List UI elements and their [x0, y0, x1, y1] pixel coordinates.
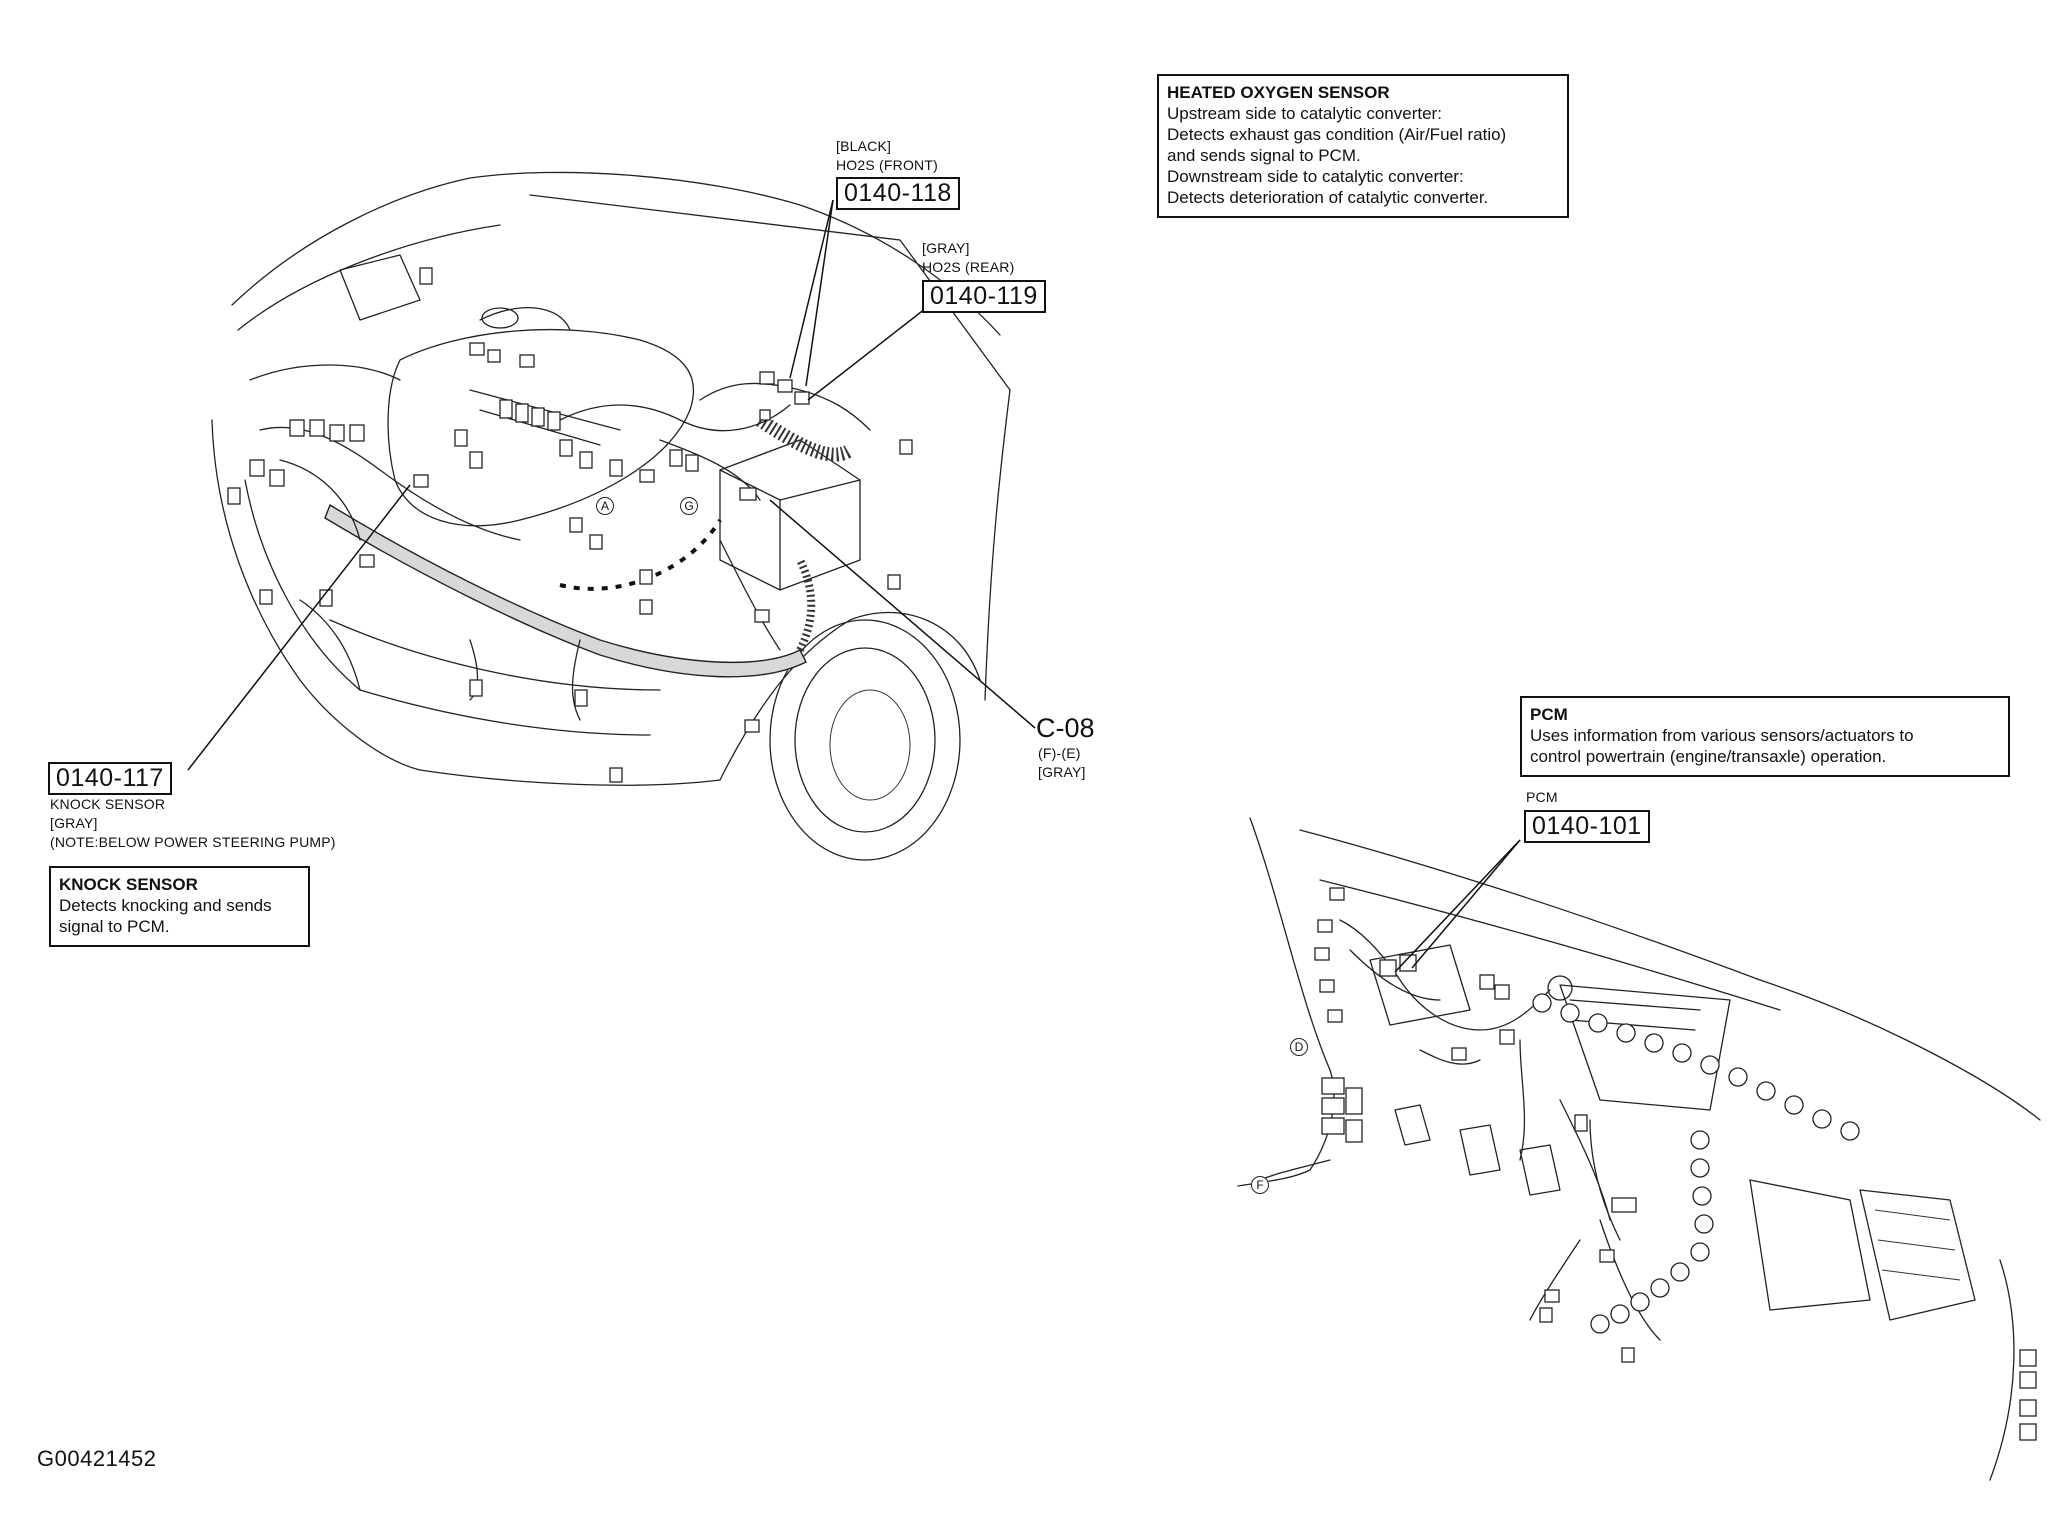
dash-harness-clips — [1532, 993, 1860, 1334]
knock-sensor-note: (NOTE:BELOW POWER STEERING PUMP) — [50, 834, 336, 850]
ho2s-front-label: HO2S (FRONT) — [836, 157, 938, 173]
connector-c08-pins: (F)-(E) — [1038, 745, 1081, 761]
pcm-code[interactable]: 0140-101 — [1524, 810, 1650, 843]
connector-c08-code[interactable]: C-08 — [1036, 713, 1095, 743]
knock-sensor-code[interactable]: 0140-117 — [48, 762, 172, 795]
ho2s-rear-color-tag: [GRAY] — [922, 240, 970, 256]
heated-oxygen-sensor-line: Downstream side to catalytic converter: — [1167, 167, 1464, 186]
ho2s-front-color-tag: [BLACK] — [836, 138, 892, 154]
pcm-box-title: PCM — [1530, 705, 1568, 724]
knock-sensor-box-title: KNOCK SENSOR — [59, 875, 198, 894]
ho2s-rear-code[interactable]: 0140-119 — [922, 280, 1046, 313]
ho2s-front-code[interactable]: 0140-118 — [836, 177, 960, 210]
heated-oxygen-sensor-line: and sends signal to PCM. — [1167, 146, 1361, 165]
dashboard-illustration — [1237, 817, 2041, 1481]
heated-oxygen-sensor-line: Detects deterioration of catalytic conve… — [1167, 188, 1489, 207]
reference-marker-g: G — [680, 497, 698, 515]
knock-sensor-box-line: Detects knocking and sends — [59, 896, 272, 915]
pcm-description-box: PCM Uses information from various sensor… — [1520, 696, 2010, 777]
knock-sensor-box-line: signal to PCM. — [59, 917, 170, 936]
ho2s-rear-label: HO2S (REAR) — [922, 259, 1015, 275]
heated-oxygen-sensor-line: Detects exhaust gas condition (Air/Fuel … — [1167, 125, 1507, 144]
heated-oxygen-sensor-line: Upstream side to catalytic converter: — [1167, 104, 1442, 123]
reference-marker-f: F — [1251, 1176, 1269, 1194]
pcm-label: PCM — [1526, 789, 1558, 805]
pcm-box-line: Uses information from various sensors/ac… — [1530, 726, 1914, 745]
engine-bay-illustration — [187, 171, 1036, 861]
figure-id: G00421452 — [37, 1446, 157, 1471]
pcm-box-line: control powertrain (engine/transaxle) op… — [1530, 747, 1887, 766]
knock-sensor-color-tag: [GRAY] — [50, 815, 98, 831]
knock-sensor-description-box: KNOCK SENSOR Detects knocking and sends … — [49, 866, 310, 947]
knock-sensor-label: KNOCK SENSOR — [50, 796, 166, 812]
heated-oxygen-sensor-title: HEATED OXYGEN SENSOR — [1167, 83, 1390, 102]
connector-c08-color-tag: [GRAY] — [1038, 764, 1086, 780]
heated-oxygen-sensor-description-box: HEATED OXYGEN SENSOR Upstream side to ca… — [1157, 74, 1569, 218]
reference-marker-d: D — [1290, 1038, 1308, 1056]
reference-marker-a: A — [596, 497, 614, 515]
